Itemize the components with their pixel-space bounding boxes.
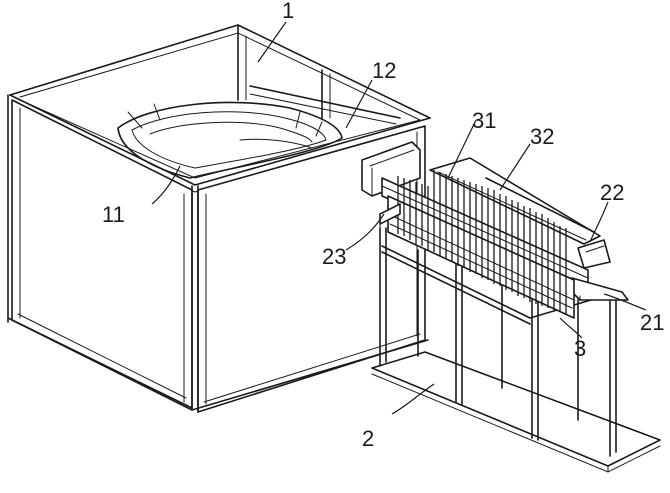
- hopper: [117, 101, 343, 179]
- numeral-pins: 31: [472, 108, 496, 133]
- pins: [397, 170, 567, 314]
- numeral-frame: 1: [282, 0, 294, 23]
- numeral-support-rail: 12: [372, 58, 396, 83]
- guide-bar: [379, 203, 401, 235]
- numeral-top-rail: 32: [530, 124, 554, 149]
- numeral-stand: 2: [362, 426, 374, 451]
- cabinet-frame: [7, 24, 431, 413]
- leader-lines: [151, 21, 647, 415]
- numeral-pin-head: 3: [574, 336, 586, 361]
- numeral-gate: 22: [600, 180, 624, 205]
- numeral-feed-track: 21: [640, 310, 664, 335]
- stand: [371, 227, 661, 473]
- numeral-guide-bar: 23: [322, 244, 346, 269]
- numeral-hopper: 11: [102, 202, 125, 227]
- top-rail: [429, 157, 611, 269]
- reference-numerals: 1 12 11 31 32 22 23 21 3 2: [102, 0, 664, 451]
